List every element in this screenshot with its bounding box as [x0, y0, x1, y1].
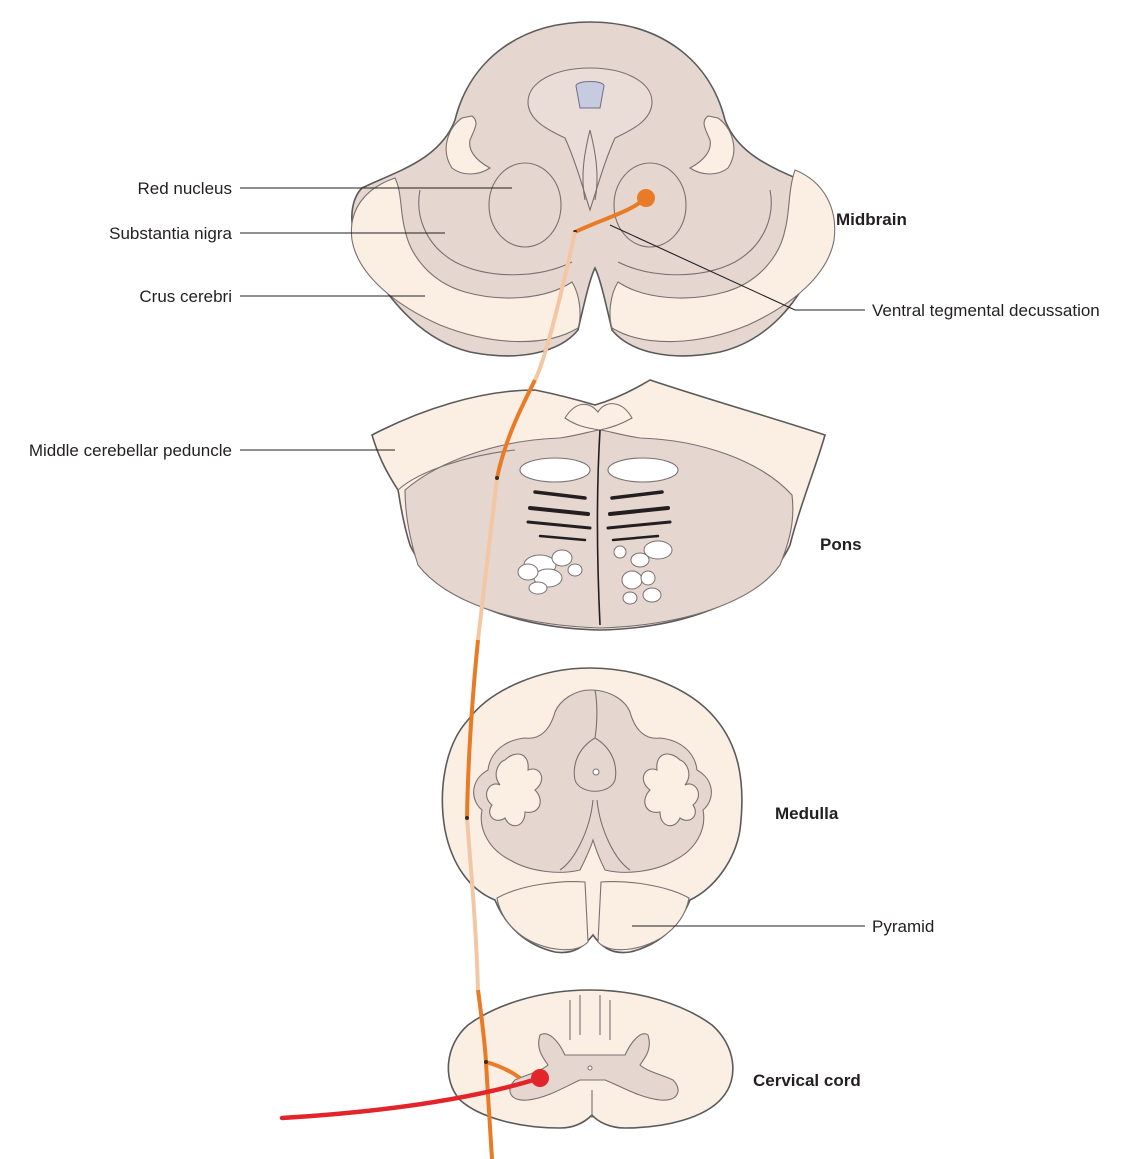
label-red-nucleus: Red nucleus — [137, 179, 232, 198]
medulla-section — [441, 667, 743, 954]
rubrospinal-tract-between-midbrain-pons — [495, 379, 537, 479]
cerebral-aqueduct — [575, 81, 605, 109]
medial-lemniscus-right — [607, 457, 679, 483]
pyramid-left — [496, 881, 589, 951]
leader-ventral-tegmental-decussation — [609, 224, 865, 311]
lower-motor-neuron-axon — [279, 1075, 543, 1121]
tract-node-medulla — [465, 816, 469, 820]
pons-basilar — [404, 429, 794, 629]
lemniscus-left — [445, 115, 492, 175]
midline-raphe — [582, 129, 598, 201]
pons-midline — [596, 429, 601, 626]
pons-section — [371, 379, 826, 631]
corticospinal-bundles — [517, 540, 673, 605]
cervical-cord-section — [447, 989, 734, 1129]
red-nucleus-left — [488, 162, 562, 248]
medial-lemniscus-medulla — [559, 799, 631, 871]
label-ventral-tegmental-decussation: Ventral tegmental decussation — [872, 301, 1100, 320]
medulla-central-grey — [573, 737, 617, 792]
cord-grey-matter — [509, 1033, 679, 1101]
rubrospinal-tract-faded-medulla — [465, 817, 480, 991]
substantia-nigra-right — [617, 189, 772, 276]
dorsal-columns — [569, 995, 611, 1040]
label-crus-cerebri: Crus cerebri — [139, 287, 232, 306]
rubrospinal-tract-between-pons-medulla — [465, 639, 480, 819]
label-substantia-nigra: Substantia nigra — [109, 224, 232, 243]
cord-central-canal — [587, 1065, 593, 1071]
posterior-median-sulcus — [594, 689, 598, 739]
ventral-tegmental-decussation-fibre — [573, 196, 648, 234]
label-pyramid: Pyramid — [872, 917, 934, 936]
rubrospinal-terminal-branch — [485, 1060, 522, 1080]
tract-node-pons — [495, 476, 499, 480]
central-canal — [592, 768, 600, 776]
transverse-pontine-fibres — [526, 490, 672, 542]
periaqueductal-grey — [527, 67, 653, 212]
section-title-pons: Pons — [820, 535, 862, 554]
rubrospinal-tract-faded-midbrain — [533, 231, 577, 381]
inferior-olive-right — [642, 753, 699, 827]
peduncle-boundary-left — [397, 449, 516, 491]
section-title-cervical-cord: Cervical cord — [753, 1071, 861, 1090]
medial-lemniscus-left — [519, 457, 591, 483]
rubrospinal-tract-faded-pons — [476, 477, 499, 641]
crus-cerebri-right — [609, 169, 836, 343]
inferior-olive-left — [486, 753, 543, 827]
lemniscus-right — [688, 115, 735, 175]
fourth-ventricle-floor — [564, 403, 633, 431]
pyramid-right — [597, 881, 690, 951]
midbrain-section — [350, 21, 836, 357]
label-middle-cerebellar-peduncle: Middle cerebellar peduncle — [29, 441, 232, 460]
substantia-nigra-left — [418, 189, 573, 276]
lower-motor-neuron-cell — [531, 1069, 549, 1087]
section-title-medulla: Medulla — [775, 804, 839, 823]
crus-cerebri-left — [350, 177, 581, 343]
tract-node-cord — [484, 1060, 488, 1064]
section-title-midbrain: Midbrain — [836, 210, 907, 229]
